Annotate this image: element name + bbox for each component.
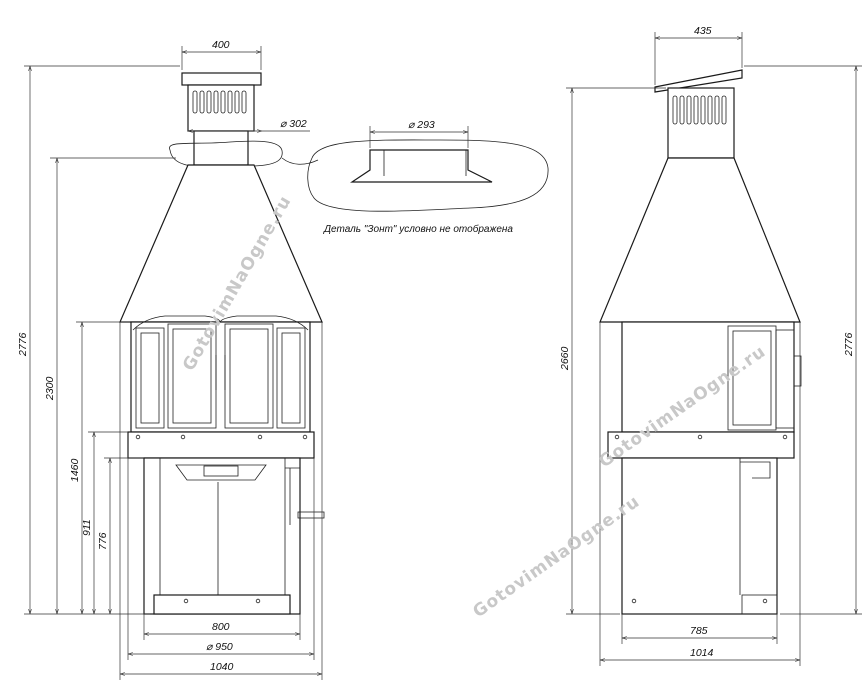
arch-left: [132, 315, 221, 331]
dim-base-height: 776: [97, 532, 109, 550]
dim-chimney-diameter: ⌀ 302: [280, 118, 307, 130]
side-vents: [672, 95, 727, 125]
dim-body-height: 1460: [69, 458, 81, 482]
dim-total-height: 2776: [17, 332, 29, 357]
front-view: 400 ⌀ 302 2776 2300 1460 911 776 800 ⌀ 9…: [17, 39, 325, 680]
dim-inner-depth: 785: [690, 625, 708, 637]
chimney-vents: [192, 90, 247, 114]
dim-hood-height: 2300: [44, 376, 56, 401]
base-bolts: [183, 598, 261, 604]
side-bolts: [614, 434, 788, 440]
side-dim-labels: 435 2660 2776 785 1014: [559, 25, 855, 659]
dim-round-diameter: ⌀ 950: [206, 641, 233, 653]
side-top-plate: [607, 431, 795, 459]
dim-side-height: 2660: [559, 346, 571, 371]
collar-detail: ⌀ 293 Деталь "Зонт" условно не отображен…: [281, 119, 549, 235]
collar-section: [350, 149, 493, 183]
dim-outer-width: 1040: [210, 661, 234, 673]
side-handle: [793, 355, 802, 387]
chimney-collar: [193, 130, 249, 166]
glass-frame: [130, 321, 311, 433]
side-body: [621, 457, 778, 615]
chimney-cap: [181, 72, 262, 86]
damper-handle: [203, 465, 239, 477]
side-view: 435 2660 2776 785 1014: [559, 25, 862, 666]
dim-side-total-height: 2776: [843, 332, 855, 357]
firebox-walls: [159, 458, 286, 595]
dim-chimney-width: 400: [212, 39, 230, 51]
detail-outline: [307, 139, 549, 212]
watermark: GotovimNaOgne.ru: [469, 492, 643, 623]
arch-right: [219, 315, 309, 331]
dim-firebox-height: 911: [81, 519, 93, 536]
side-hood: [599, 157, 801, 323]
side-dim-lines: [566, 32, 862, 666]
base-plate: [153, 594, 291, 615]
side-cap: [654, 69, 743, 93]
dim-outer-depth: 1014: [690, 647, 714, 659]
side-base: [741, 594, 778, 615]
bolts: [135, 434, 308, 440]
dim-top-width: 435: [694, 25, 712, 37]
firebox-top-plate: [127, 431, 315, 459]
detail-dim: ⌀ 293: [408, 119, 435, 131]
glass-panels: [135, 323, 306, 429]
fire-damper: [175, 464, 267, 481]
detail-note: Деталь "Зонт" условно не отображена: [323, 223, 513, 235]
front-dim-lines: [24, 46, 323, 680]
crank-handle: [297, 511, 325, 519]
firebox-body: [143, 457, 301, 615]
dim-inner-width: 800: [212, 621, 230, 633]
detail-leader: [281, 157, 319, 165]
side-glass-frame: [621, 321, 795, 433]
front-dim-labels: 400 ⌀ 302 2776 2300 1460 911 776 800 ⌀ 9…: [17, 39, 307, 673]
crank-mechanism: [285, 467, 300, 525]
side-crank: [740, 461, 771, 479]
